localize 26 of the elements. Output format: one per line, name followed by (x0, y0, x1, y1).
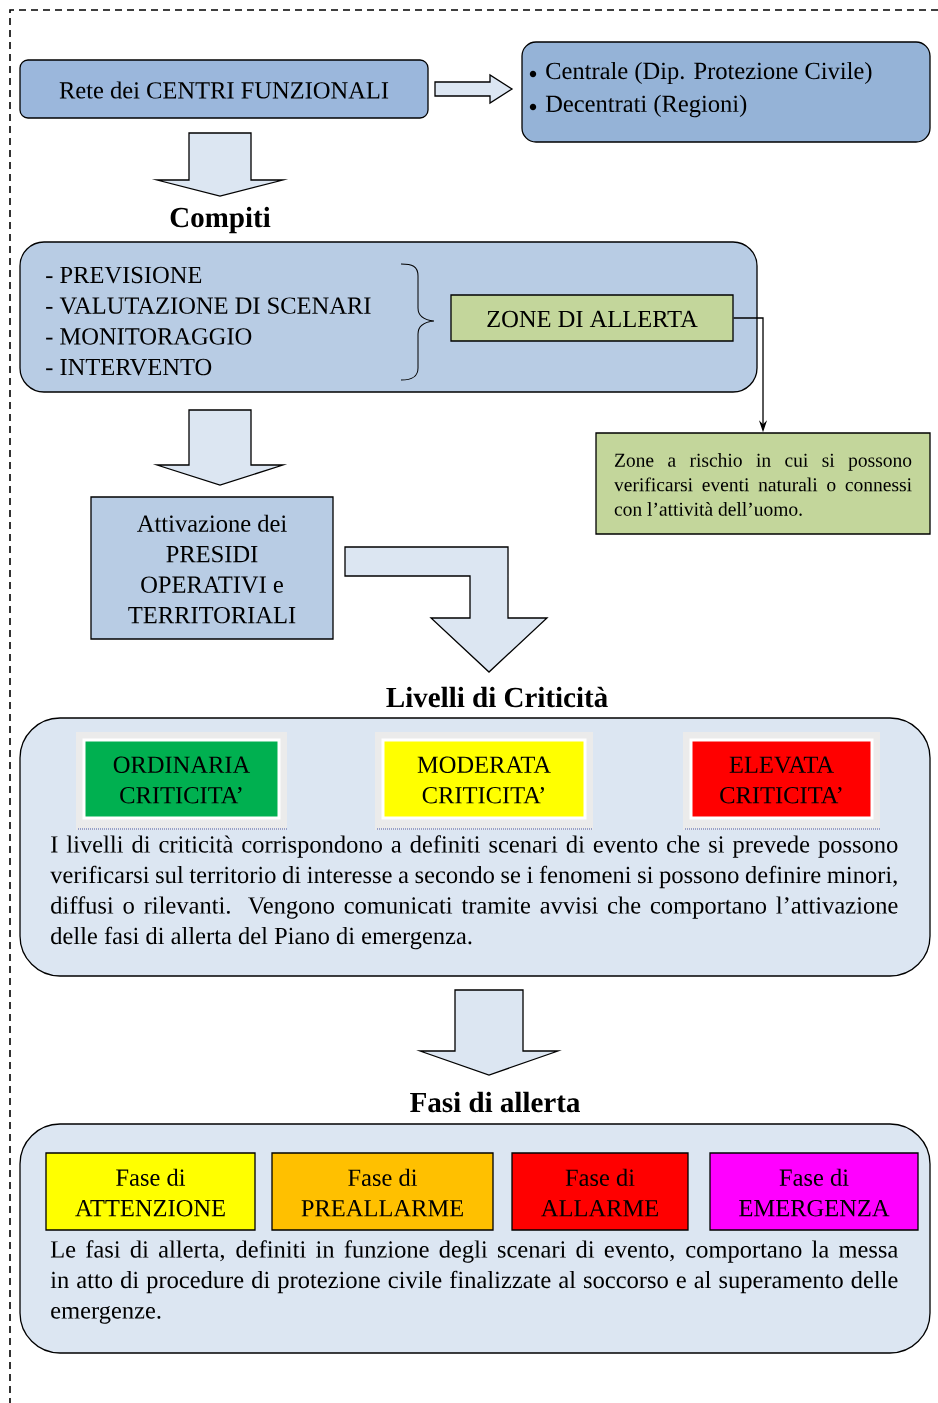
section-heading: Livelli di Criticità (386, 686, 608, 708)
level-box: MODERATA CRITICITA’ (375, 732, 594, 830)
process-box: Rete dei CENTRI FUNZIONALI (19, 59, 429, 119)
phase-box: Fase di ALLARME (511, 1152, 689, 1231)
section-heading: Fasi di allerta (410, 1091, 580, 1113)
list-item: - INTERVENTO (46, 358, 212, 376)
process-box: Attivazione dei PRESIDI OPERATIVI e TERRITORIALI (90, 496, 334, 640)
list-item: - PREVISIONE (46, 266, 202, 284)
phase-box: Fase di EMERGENZA (709, 1152, 919, 1231)
block-arrow (434, 73, 514, 105)
block-arrow (344, 546, 549, 673)
list-item: - VALUTAZIONE DI SCENARI (46, 297, 371, 314)
paragraph: I livelli di criticità corrispondono a definiti scenari di evento che si prevede possono verificarsi sul territorio di interesse a secondo se i fenomeni si possono definire minori, diffusi o rilevanti. Vengono comunicati tramite avvisi che comportano l’attivazione delle fasi di allerta del Piano di emergenza. (50, 835, 898, 950)
section-heading: Compiti (170, 206, 271, 234)
info-box: Centrale (Dip. Protezione Civile) Decentrati (Regioni) (521, 41, 931, 143)
block-arrow (152, 409, 288, 486)
level-box: ORDINARIA CRITICITA’ (76, 732, 288, 830)
phase-box: Fase di ATTENZIONE (45, 1152, 256, 1231)
phase-box: Fase di PREALLARME (271, 1152, 494, 1231)
level-box: ELEVATA CRITICITA’ (683, 732, 881, 830)
list-item: - MONITORAGGIO (46, 328, 252, 345)
paragraph: Le fasi di allerta, definiti in funzione degli scenari di evento, comportano la messa in atto di procedure di protezione civile finalizzate al soccorso e al superamento delle emergenze. (50, 1240, 898, 1324)
note-box: Zone a rischio in cui si possono verificarsi eventi naturali o connessi con l’attività dell’uomo. (595, 432, 931, 535)
block-arrow (151, 132, 289, 197)
block-arrow (416, 989, 562, 1076)
zone-box: ZONE DI ALLERTA (450, 294, 734, 342)
